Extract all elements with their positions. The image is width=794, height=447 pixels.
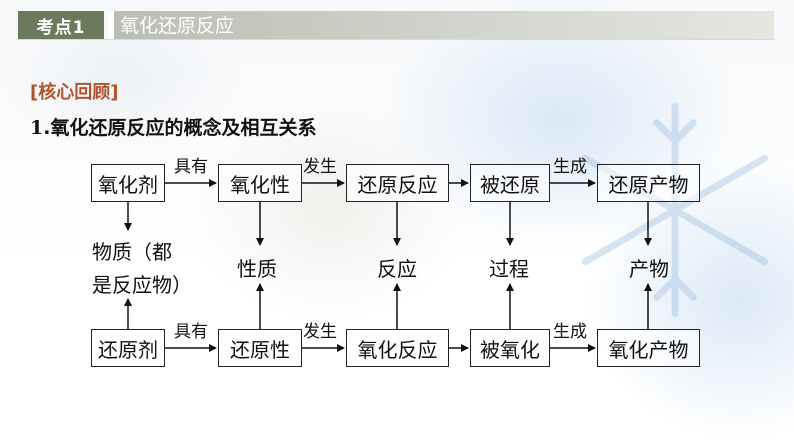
edge-label-have-top: 具有: [174, 157, 208, 177]
box-reduction-reaction: 还原反应: [346, 164, 449, 202]
box-oxidized: 被氧化: [470, 329, 550, 367]
edge-label-occur-bottom: 发生: [303, 322, 337, 342]
page-title: 氧化还原反应: [120, 15, 235, 37]
header-separator: [108, 11, 114, 39]
edge-label-have-bottom: 具有: [174, 322, 208, 342]
label-process: 过程: [489, 257, 529, 281]
label-substance-line2: 是反应物）: [92, 273, 192, 297]
box-oxidizing-property: 氧化性: [218, 164, 302, 202]
box-oxidation-product: 氧化产物: [597, 329, 700, 367]
subtitle: 1.氧化还原反应的概念及相互关系: [30, 113, 316, 140]
box-reduction-product: 还原产物: [597, 164, 700, 202]
subtitle-number: 1: [30, 117, 44, 139]
box-reducing-property: 还原性: [218, 329, 302, 367]
label-product: 产物: [629, 257, 669, 281]
label-substance-line1: 物质（都: [92, 240, 172, 264]
header-bar: [108, 11, 774, 39]
section-label: [核心回顾]: [30, 82, 119, 103]
edge-label-occur-top: 发生: [303, 157, 337, 177]
edge-label-generate-top: 生成: [553, 157, 587, 177]
box-oxidant: 氧化剂: [91, 164, 165, 202]
box-reduced: 被还原: [470, 164, 550, 202]
box-oxidation-reaction: 氧化反应: [346, 329, 449, 367]
box-reductant: 还原剂: [91, 329, 165, 367]
subtitle-text: .氧化还原反应的概念及相互关系: [43, 117, 317, 139]
header-underline: [18, 39, 774, 40]
label-property: 性质: [237, 257, 277, 281]
edge-label-generate-bottom: 生成: [553, 322, 587, 342]
topic-tag: 考点1: [18, 11, 104, 39]
label-reaction: 反应: [377, 257, 417, 281]
